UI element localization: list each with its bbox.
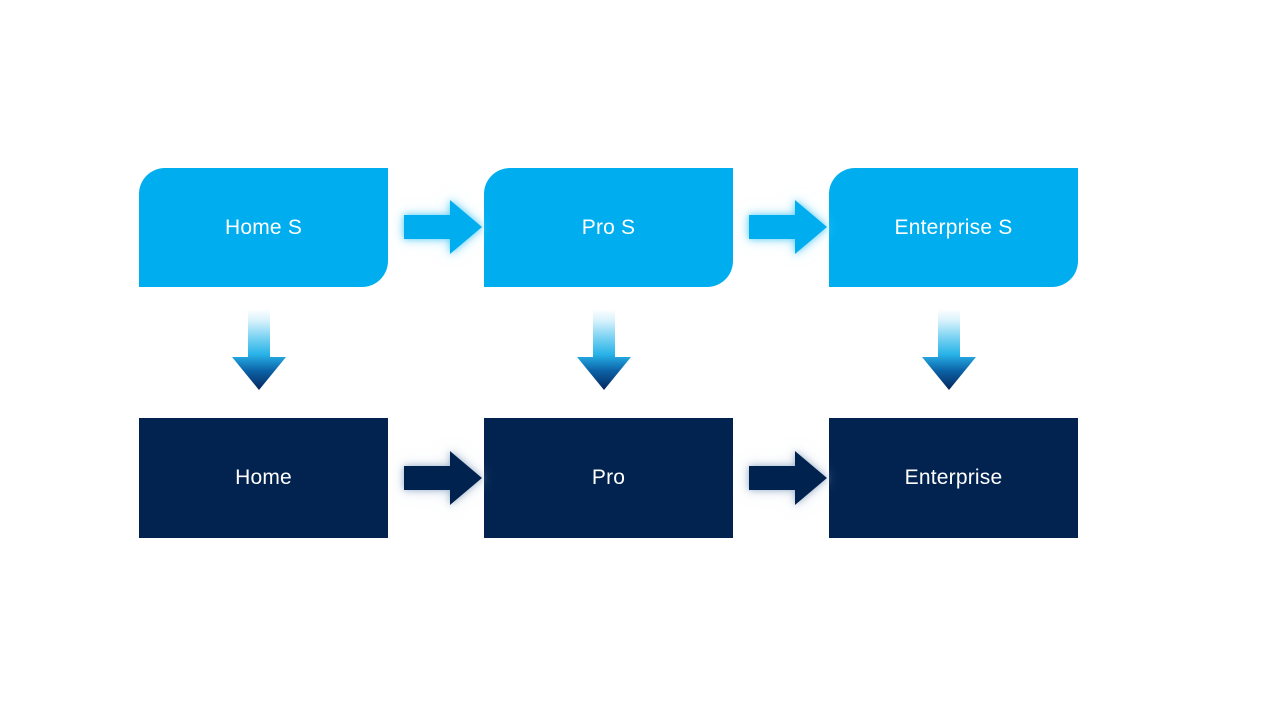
arrow-right-home-to-pro bbox=[404, 449, 482, 507]
arrow-right-pro-s-to-enterprise-s bbox=[749, 198, 827, 256]
arrow-down-icon bbox=[232, 309, 286, 390]
node-enterprise-s-label: Enterprise S bbox=[894, 215, 1013, 239]
arrow-right-icon bbox=[749, 451, 827, 505]
node-home-label: Home bbox=[235, 466, 292, 490]
node-pro-label: Pro bbox=[591, 466, 626, 490]
arrow-down-home-s-to-home bbox=[231, 309, 287, 391]
node-pro-s-label: Pro S bbox=[581, 215, 636, 239]
arrow-right-icon bbox=[749, 200, 827, 254]
arrow-right-pro-to-enterprise bbox=[749, 449, 827, 507]
node-home[interactable]: Home bbox=[139, 418, 388, 538]
arrow-down-pro-s-to-pro bbox=[576, 309, 632, 391]
arrow-right-icon bbox=[404, 200, 482, 254]
node-pro-s[interactable]: Pro S bbox=[484, 168, 733, 287]
arrow-down-icon bbox=[922, 309, 976, 390]
arrow-right-home-s-to-pro-s bbox=[404, 198, 482, 256]
node-enterprise-label: Enterprise bbox=[904, 466, 1003, 490]
node-home-s[interactable]: Home S bbox=[139, 168, 388, 287]
node-pro[interactable]: Pro bbox=[484, 418, 733, 538]
node-enterprise[interactable]: Enterprise bbox=[829, 418, 1078, 538]
node-enterprise-s[interactable]: Enterprise S bbox=[829, 168, 1078, 287]
node-home-s-label: Home S bbox=[224, 215, 303, 239]
arrow-right-icon bbox=[404, 451, 482, 505]
arrow-down-icon bbox=[577, 309, 631, 390]
arrow-down-enterprise-s-to-enterprise bbox=[921, 309, 977, 391]
